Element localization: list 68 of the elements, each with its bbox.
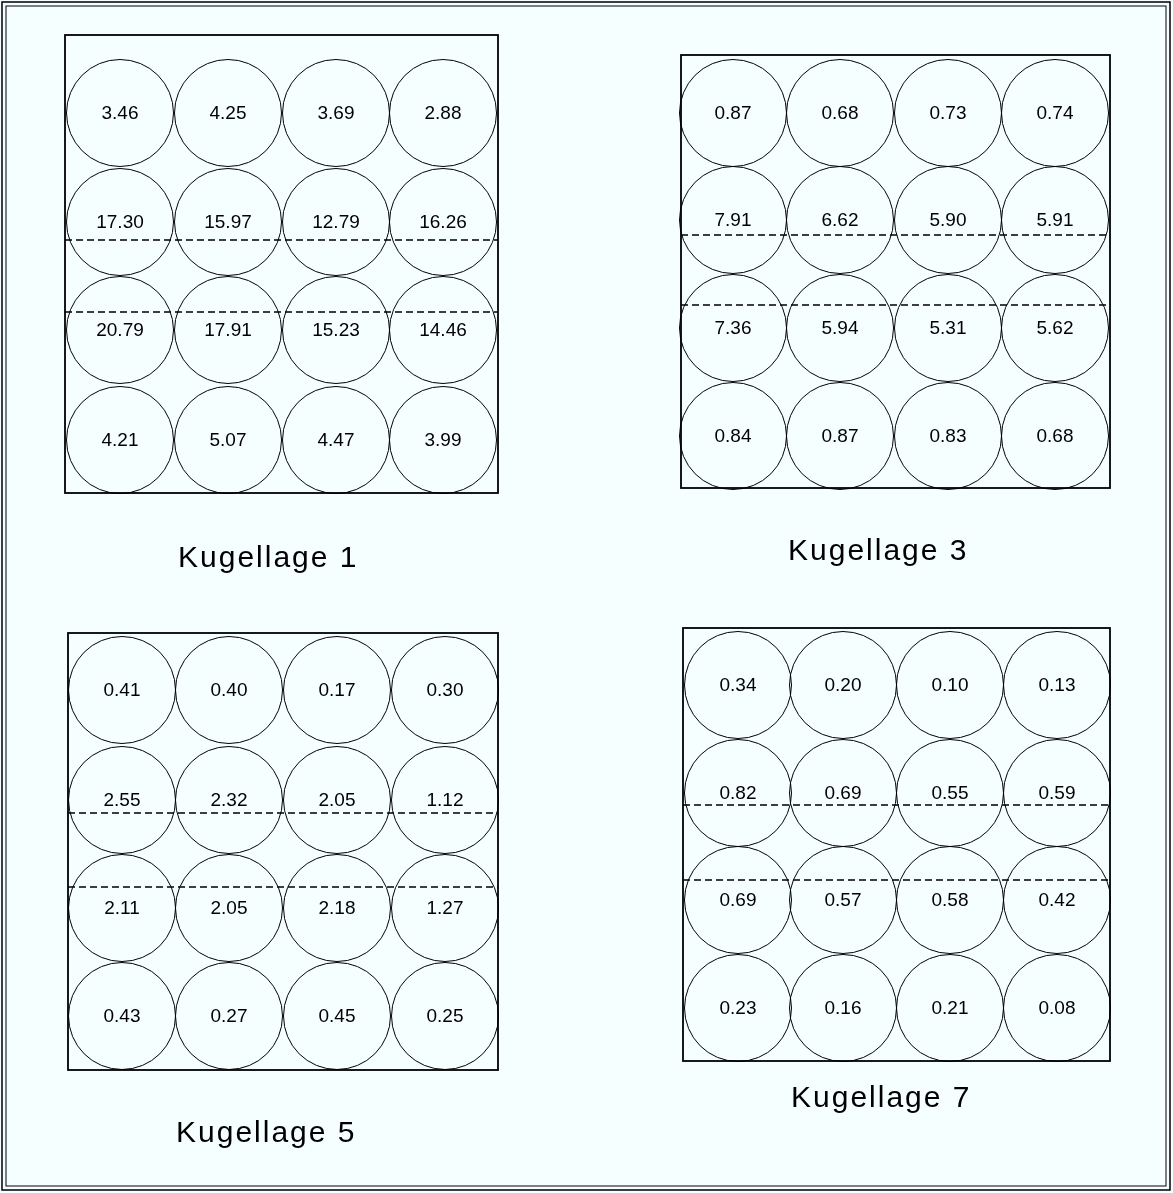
measurement-value: 0.20 [824,674,862,696]
measurement-value: 14.46 [419,319,467,341]
measurement-value: 0.57 [824,889,862,911]
measurement-value: 0.08 [1038,997,1076,1019]
measurement-value: 2.11 [104,897,140,919]
measurement-value: 0.87 [821,425,859,447]
measurement-value: 0.43 [103,1005,141,1027]
measurement-value: 2.05 [210,897,248,919]
measurement-value: 0.55 [931,782,969,804]
measurement-value: 0.13 [1038,674,1076,696]
measurement-value: 0.45 [318,1005,356,1027]
measurement-value: 12.79 [312,211,360,233]
measurement-value: 7.91 [714,209,752,231]
measurement-value: 3.46 [101,102,139,124]
measurement-value: 17.91 [204,319,252,341]
measurement-value: 15.97 [204,211,252,233]
measurement-value: 0.42 [1038,889,1076,911]
measurement-value: 5.31 [929,317,967,339]
measurement-value: 0.23 [719,997,757,1019]
measurement-value: 0.21 [931,997,969,1019]
measurement-value: 5.07 [209,429,247,451]
measurement-value: 7.36 [714,317,752,339]
measurement-value: 6.62 [821,209,859,231]
measurement-value: 0.17 [318,679,356,701]
measurement-value: 5.62 [1036,317,1074,339]
measurement-value: 3.99 [424,429,462,451]
measurement-value: 0.69 [719,889,757,911]
measurement-value: 1.12 [426,789,464,811]
panel-caption: Kugellage 5 [176,1115,357,1149]
measurement-value: 0.73 [929,102,967,124]
measurement-value: 0.16 [824,997,862,1019]
measurement-value: 5.91 [1036,209,1074,231]
measurement-value: 3.69 [317,102,355,124]
measurement-value: 17.30 [96,211,144,233]
measurement-value: 4.21 [101,429,139,451]
measurement-value: 5.90 [929,209,967,231]
measurement-value: 0.30 [426,679,464,701]
measurement-value: 2.55 [103,789,141,811]
measurement-value: 1.27 [426,897,464,919]
measurement-value: 0.58 [931,889,969,911]
measurement-value: 15.23 [312,319,360,341]
measurement-value: 0.59 [1038,782,1076,804]
measurement-value: 4.47 [317,429,355,451]
measurement-value: 0.27 [210,1005,248,1027]
panel-caption: Kugellage 7 [791,1080,972,1114]
measurement-value: 0.69 [824,782,862,804]
measurement-value: 0.82 [719,782,757,804]
measurement-value: 16.26 [419,211,467,233]
measurement-value: 2.32 [210,789,248,811]
measurement-value: 2.88 [424,102,462,124]
measurement-value: 0.10 [931,674,969,696]
measurement-value: 0.68 [821,102,859,124]
measurement-value: 4.25 [209,102,247,124]
panel-caption: Kugellage 1 [178,540,359,574]
panel-caption: Kugellage 3 [788,533,969,567]
measurement-value: 0.84 [714,425,752,447]
measurement-value: 20.79 [96,319,144,341]
measurement-value: 0.40 [210,679,248,701]
measurement-value: 5.94 [821,317,859,339]
measurement-value: 0.87 [714,102,752,124]
measurement-value: 0.68 [1036,425,1074,447]
measurement-value: 0.83 [929,425,967,447]
measurement-value: 0.41 [103,679,141,701]
measurement-value: 2.18 [318,897,356,919]
measurement-value: 0.34 [719,674,757,696]
measurement-value: 0.25 [426,1005,464,1027]
measurement-value: 0.74 [1036,102,1074,124]
measurement-value: 2.05 [318,789,356,811]
